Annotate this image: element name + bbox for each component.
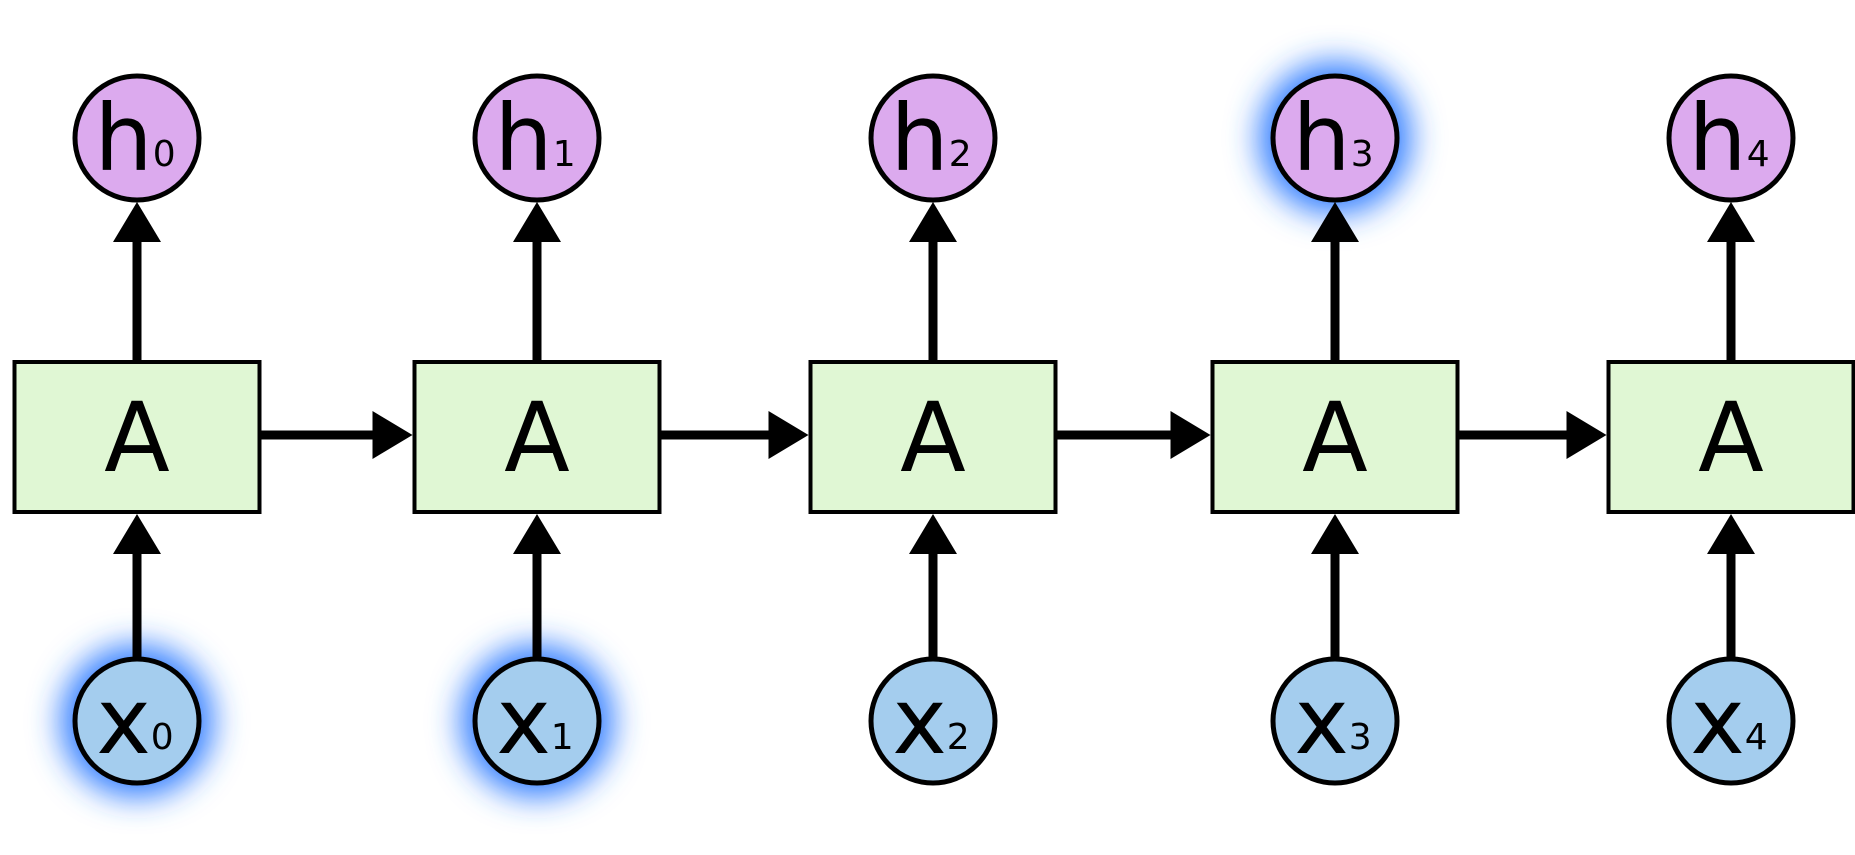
output-node-0-symbol: h xyxy=(94,85,152,192)
input-node-1-symbol: x xyxy=(496,668,550,775)
output-node-2-symbol: h xyxy=(890,85,948,192)
rnn-cell-3 xyxy=(1210,360,1460,514)
input-node-1-label: x1 xyxy=(496,668,573,775)
output-node-2 xyxy=(868,73,998,203)
output-node-4 xyxy=(1666,73,1796,203)
input-arrowhead-1 xyxy=(513,514,561,554)
output-node-2-label: h2 xyxy=(890,85,971,192)
input-node-4-symbol: x xyxy=(1690,668,1744,775)
output-arrowhead-2 xyxy=(909,202,957,242)
output-node-4-label: h4 xyxy=(1688,85,1769,192)
input-node-0-subscript: 0 xyxy=(151,717,174,758)
input-node-3 xyxy=(1270,656,1400,786)
rnn-cell-label-1: A xyxy=(504,382,570,494)
rnn-cell-label-0: A xyxy=(104,382,170,494)
output-node-3-subscript: 3 xyxy=(1351,134,1374,175)
input-node-4 xyxy=(1666,656,1796,786)
rnn-cell-label-3: A xyxy=(1302,382,1368,494)
input-node-2-subscript: 2 xyxy=(947,717,970,758)
input-node-4-subscript: 4 xyxy=(1745,717,1768,758)
output-node-3-symbol: h xyxy=(1292,85,1350,192)
input-node-2-symbol: x xyxy=(892,668,946,775)
input-node-1-subscript: 1 xyxy=(551,717,574,758)
output-arrowhead-3 xyxy=(1311,202,1359,242)
input-node-2-label: x2 xyxy=(892,668,969,775)
input-arrowhead-2 xyxy=(909,514,957,554)
input-node-4-label: x4 xyxy=(1690,668,1767,775)
highlight-glow-layer xyxy=(61,62,1411,797)
output-node-3 xyxy=(1270,73,1400,203)
input-node-2 xyxy=(868,656,998,786)
output-node-0-label: h0 xyxy=(94,85,175,192)
output-node-2-subscript: 2 xyxy=(949,134,972,175)
input-node-3-symbol: x xyxy=(1294,668,1348,775)
recurrent-arrowhead-3 xyxy=(1566,411,1607,459)
rnn-cell-label-4: A xyxy=(1698,382,1764,494)
input-arrowhead-0 xyxy=(113,514,161,554)
input-node-0 xyxy=(72,656,202,786)
output-arrowhead-0 xyxy=(113,202,161,242)
output-node-0 xyxy=(72,73,202,203)
input-node-1 xyxy=(472,656,602,786)
rnn-cell-1 xyxy=(412,360,662,514)
input-node-0-label: x0 xyxy=(96,668,173,775)
output-arrowhead-4 xyxy=(1707,202,1755,242)
output-node-0-subscript: 0 xyxy=(153,134,176,175)
rnn-cell-2 xyxy=(808,360,1058,514)
recurrent-arrowhead-1 xyxy=(768,411,809,459)
recurrent-arrowhead-2 xyxy=(1170,411,1211,459)
output-node-4-subscript: 4 xyxy=(1747,134,1770,175)
rnn-cell-4 xyxy=(1606,360,1855,514)
input-node-0-symbol: x xyxy=(96,668,150,775)
output-node-1-symbol: h xyxy=(494,85,552,192)
input-arrowhead-3 xyxy=(1311,514,1359,554)
edge-layer xyxy=(113,202,1755,657)
output-node-1-label: h1 xyxy=(494,85,575,192)
output-node-1-subscript: 1 xyxy=(553,134,576,175)
output-arrowhead-1 xyxy=(513,202,561,242)
recurrent-arrowhead-0 xyxy=(372,411,413,459)
output-node-1 xyxy=(472,73,602,203)
rnn-cell-label-2: A xyxy=(900,382,966,494)
output-node-4-symbol: h xyxy=(1688,85,1746,192)
input-node-3-label: x3 xyxy=(1294,668,1371,775)
rnn-cell-0 xyxy=(12,360,262,514)
output-node-3-label: h3 xyxy=(1292,85,1373,192)
input-arrowhead-4 xyxy=(1707,514,1755,554)
input-node-3-subscript: 3 xyxy=(1349,717,1372,758)
